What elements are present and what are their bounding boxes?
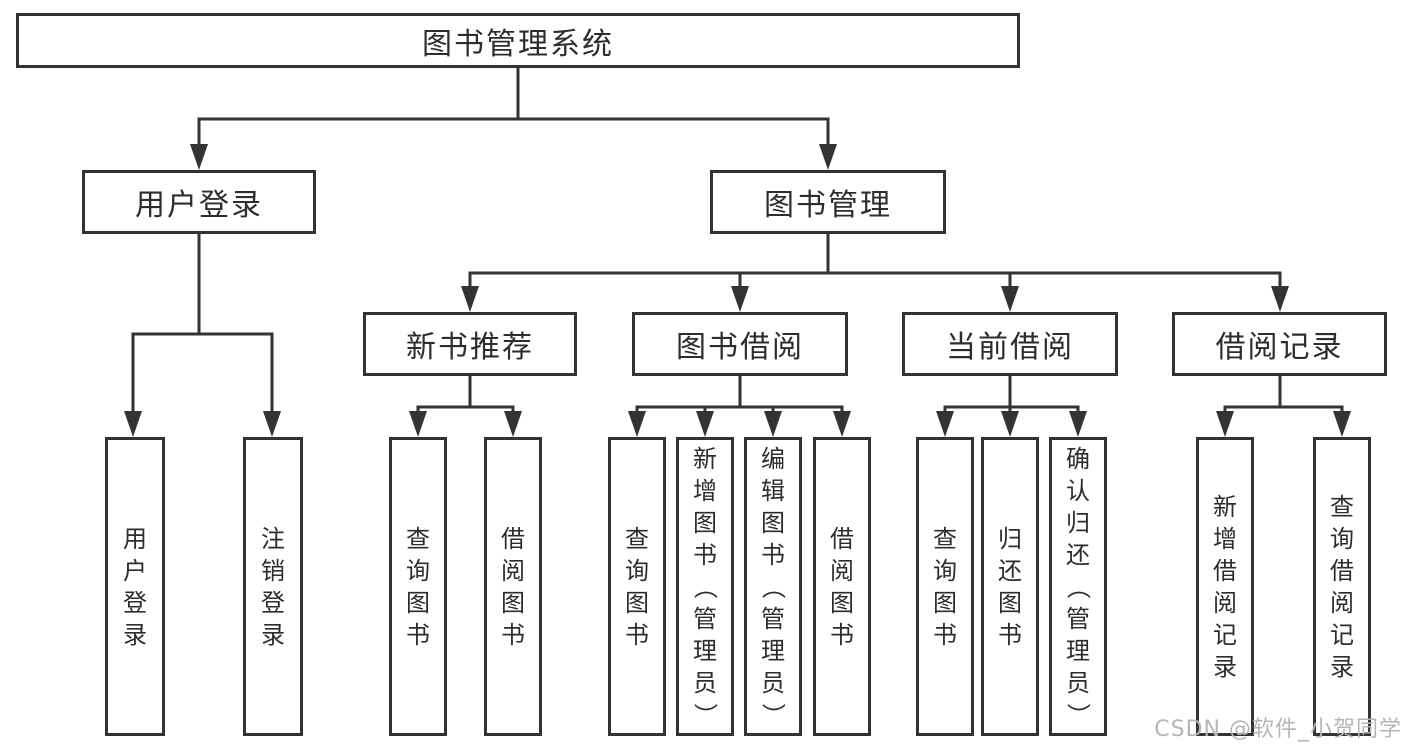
connector-borrow-records-to-children xyxy=(1223,374,1344,418)
leaf-label: 查询图书 xyxy=(406,524,430,649)
arrow-down-icon xyxy=(696,411,714,437)
connector-user-login-to-children xyxy=(131,232,274,416)
arrow-down-icon xyxy=(1001,286,1019,312)
leaf-return-books: 归还图书 xyxy=(981,437,1039,736)
leaf-query-books-recommend: 查询图书 xyxy=(389,437,447,736)
csdn-watermark: CSDN @软件_小贺同学 xyxy=(1154,717,1402,742)
leaf-query-books-current: 查询图书 xyxy=(916,437,974,736)
connector-new-book-recommend-to-children xyxy=(416,374,515,418)
arrow-down-icon xyxy=(819,144,837,170)
arrow-down-icon xyxy=(764,411,782,437)
connector-book-borrow-to-children xyxy=(635,374,844,418)
arrowheads xyxy=(124,144,1351,437)
node-book-borrow: 图书借阅 xyxy=(632,312,848,376)
leaf-label: 用户登录 xyxy=(123,524,147,649)
arrow-down-icon xyxy=(263,411,281,437)
arrow-down-icon xyxy=(833,411,851,437)
arrow-down-icon xyxy=(190,144,208,170)
arrow-down-icon xyxy=(731,286,749,312)
node-current-borrow: 当前借阅 xyxy=(902,312,1118,376)
node-borrow-records: 借阅记录 xyxy=(1172,312,1387,376)
leaf-query-borrow-record: 查询借阅记录 xyxy=(1313,437,1371,736)
leaf-user-login: 用户登录 xyxy=(105,437,165,736)
leaf-query-books-borrow: 查询图书 xyxy=(608,437,666,736)
leaf-label: 编辑图书（管理员） xyxy=(759,444,787,727)
leaf-borrow-books-recommend: 借阅图书 xyxy=(484,437,542,736)
leaf-label: 新增借阅记录 xyxy=(1213,492,1237,681)
arrow-down-icon xyxy=(504,411,522,437)
leaf-confirm-return-admin: 确认归还（管理员） xyxy=(1049,437,1107,736)
connector-current-borrow-to-children xyxy=(943,374,1080,418)
connector-book-management-to-children xyxy=(468,232,1282,291)
leaf-label: 借阅图书 xyxy=(830,524,854,649)
leaf-label: 确认归还（管理员） xyxy=(1064,444,1092,727)
arrow-down-icon xyxy=(628,411,646,437)
arrow-down-icon xyxy=(1216,411,1234,437)
arrow-down-icon xyxy=(409,411,427,437)
leaf-borrow-books: 借阅图书 xyxy=(813,437,871,736)
leaf-label: 查询借阅记录 xyxy=(1330,492,1354,681)
leaf-label: 借阅图书 xyxy=(501,524,525,649)
leaf-label: 查询图书 xyxy=(933,524,957,649)
arrow-down-icon xyxy=(1001,411,1019,437)
leaf-label: 注销登录 xyxy=(261,524,285,649)
node-library-management-system: 图书管理系统 xyxy=(16,13,1020,68)
arrow-down-icon xyxy=(1333,411,1351,437)
leaf-add-borrow-record: 新增借阅记录 xyxy=(1196,437,1254,736)
leaf-logout-login: 注销登录 xyxy=(243,437,303,736)
leaf-edit-book-admin: 编辑图书（管理员） xyxy=(744,437,802,736)
node-book-management: 图书管理 xyxy=(710,170,946,234)
arrow-down-icon xyxy=(461,286,479,312)
leaf-label: 归还图书 xyxy=(998,524,1022,649)
arrow-down-icon xyxy=(124,411,142,437)
arrow-down-icon xyxy=(1069,411,1087,437)
leaf-label: 新增图书（管理员） xyxy=(691,444,719,727)
node-new-book-recommend: 新书推荐 xyxy=(363,312,577,376)
arrow-down-icon xyxy=(936,411,954,437)
leaf-add-book-admin: 新增图书（管理员） xyxy=(676,437,734,736)
connector-root-to-level2 xyxy=(197,66,830,149)
connector-lines xyxy=(131,66,1344,418)
node-user-login: 用户登录 xyxy=(82,170,316,234)
leaf-label: 查询图书 xyxy=(625,524,649,649)
arrow-down-icon xyxy=(1271,286,1289,312)
